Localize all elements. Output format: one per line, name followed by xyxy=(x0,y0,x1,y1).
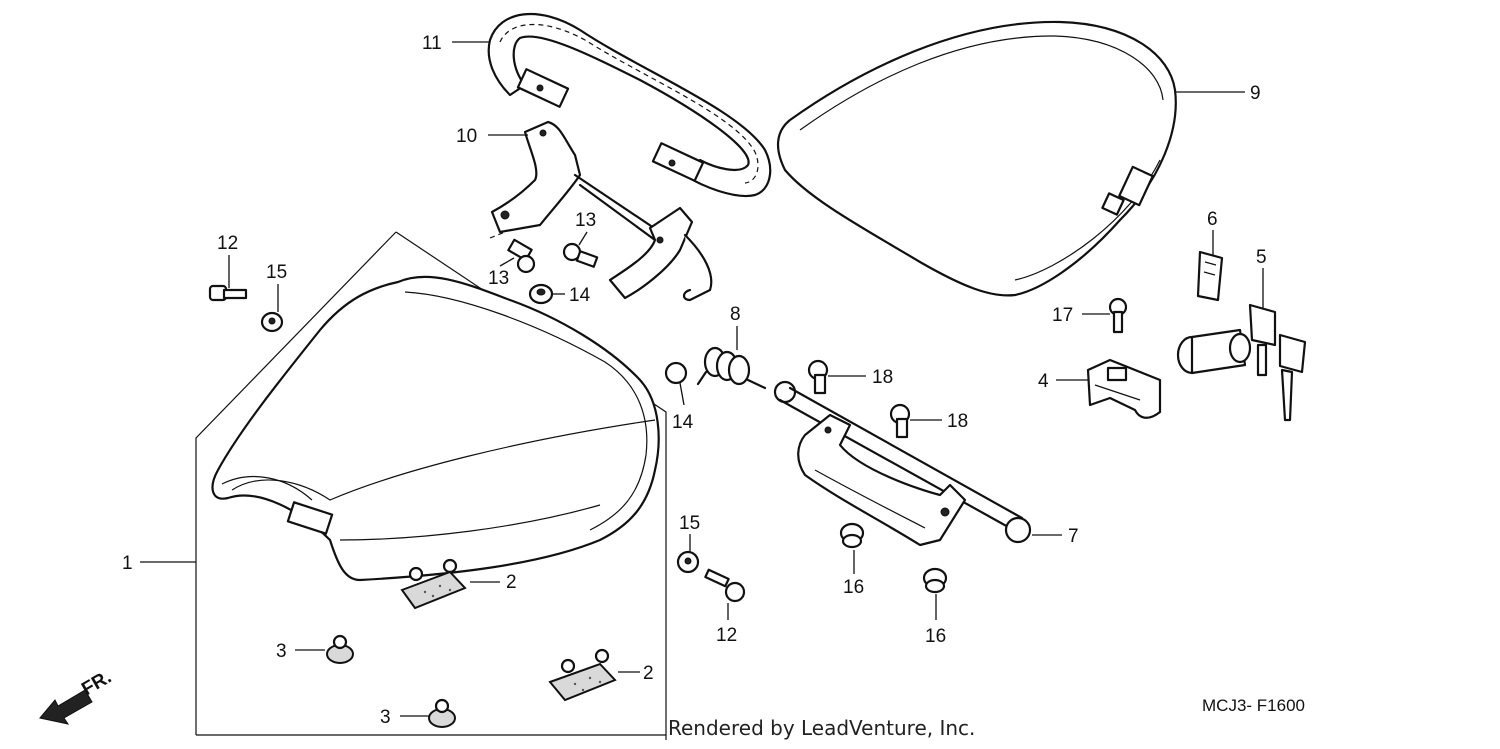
bolt-lower[interactable] xyxy=(704,568,746,603)
flange-bolt-hinge-a[interactable] xyxy=(807,359,829,395)
lock-clip[interactable] xyxy=(1196,250,1224,302)
seat-cushion-grommet-b[interactable] xyxy=(428,698,456,728)
callout-9: 9 xyxy=(1250,83,1261,104)
grab-strap[interactable] xyxy=(487,12,772,198)
callout-2b: 2 xyxy=(643,663,654,684)
callout-13b: 13 xyxy=(488,268,509,289)
callout-17: 17 xyxy=(1052,305,1073,326)
seat-rubber-b[interactable] xyxy=(548,648,617,702)
screw[interactable] xyxy=(1108,297,1128,334)
hinge[interactable] xyxy=(773,380,1032,547)
callout-10: 10 xyxy=(456,126,477,147)
hinge-spring[interactable] xyxy=(696,346,767,390)
grab-rail-bracket[interactable] xyxy=(489,120,713,302)
callout-15a: 15 xyxy=(266,262,287,283)
render-credit: Rendered by LeadVenture, Inc. xyxy=(668,716,976,740)
seat-cushion-grommet-a[interactable] xyxy=(326,634,354,664)
grommet-b[interactable] xyxy=(922,567,948,594)
leader-lines xyxy=(140,41,1264,717)
rear-seat-cowl[interactable] xyxy=(777,20,1177,297)
diagram-code: MCJ3- F1600 xyxy=(1202,696,1305,715)
callout-14a: 14 xyxy=(569,285,591,306)
callout-14b: 14 xyxy=(672,412,694,433)
seat-lock[interactable] xyxy=(1176,303,1307,422)
callout-16a: 16 xyxy=(843,577,864,598)
lock-holder[interactable] xyxy=(1086,358,1162,419)
callout-1: 1 xyxy=(122,553,133,574)
bolt-upper[interactable] xyxy=(208,284,248,302)
callout-2a: 2 xyxy=(506,572,517,593)
collar-lower[interactable] xyxy=(676,550,700,574)
flange-bolt-b[interactable] xyxy=(562,242,599,268)
callout-4: 4 xyxy=(1038,371,1049,392)
collar-upper[interactable] xyxy=(260,311,284,333)
callout-12a: 12 xyxy=(217,233,238,254)
callout-15b: 15 xyxy=(679,513,700,534)
callout-16b: 16 xyxy=(925,626,946,647)
callout-5: 5 xyxy=(1256,247,1267,268)
front-arrow-icon xyxy=(39,689,93,725)
callout-7: 7 xyxy=(1068,526,1079,547)
grommet-a[interactable] xyxy=(839,522,865,549)
flange-bolt-a[interactable] xyxy=(507,238,536,274)
flange-bolt-hinge-b[interactable] xyxy=(889,403,911,439)
callout-3a: 3 xyxy=(276,641,287,662)
callout-8: 8 xyxy=(730,304,741,325)
callout-12b: 12 xyxy=(716,625,737,646)
nut-upper[interactable] xyxy=(528,283,554,305)
nut-middle[interactable] xyxy=(664,361,688,385)
callout-18a: 18 xyxy=(872,367,893,388)
callout-3b: 3 xyxy=(380,707,391,728)
callout-18b: 18 xyxy=(947,411,968,432)
seat-rubber-a[interactable] xyxy=(400,558,467,610)
callout-labels: 1 2 2 3 3 4 5 6 7 8 9 10 11 12 12 13 13 … xyxy=(122,33,1267,728)
callout-6: 6 xyxy=(1207,209,1218,230)
callout-13a: 13 xyxy=(575,210,596,231)
callout-11: 11 xyxy=(422,33,442,54)
